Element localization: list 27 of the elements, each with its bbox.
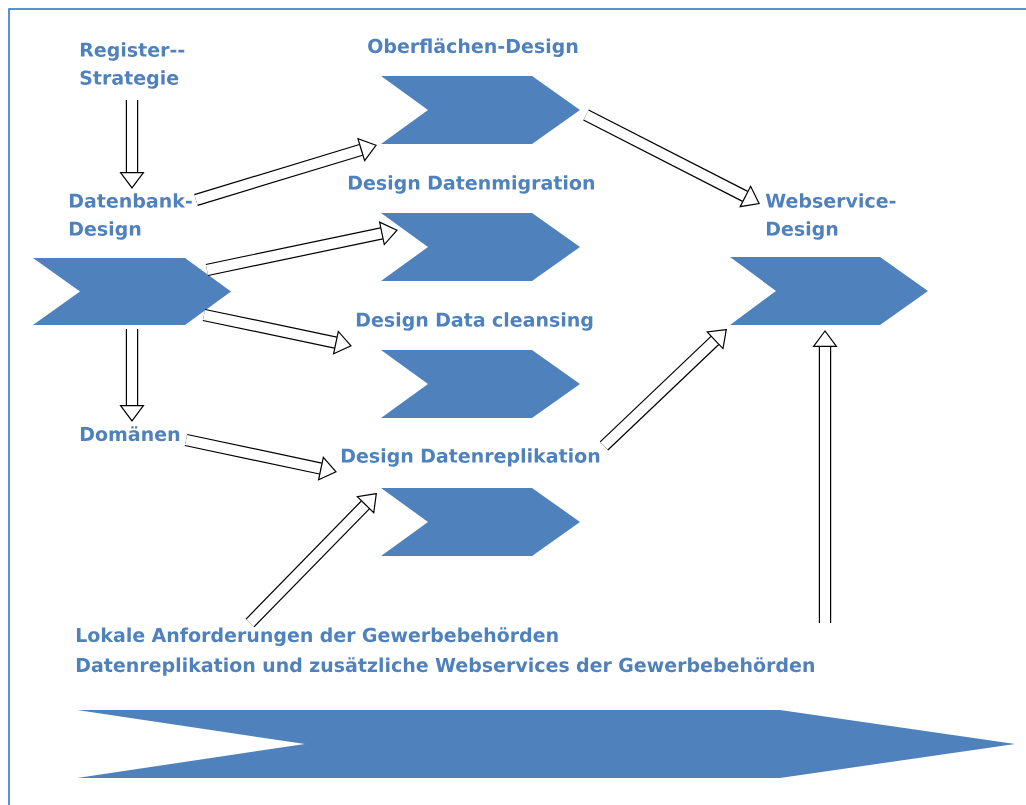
step-label: Domänen [80, 426, 180, 442]
block-arrow [245, 493, 377, 628]
block-arrow [194, 137, 377, 206]
block-arrow [184, 433, 337, 481]
node-label: Webservice- Design [765, 193, 896, 240]
node-label: Design Data cleansing [356, 312, 593, 331]
chevron-step: Lokale Anforderungen der Gewerbebehörden Datenreplikation und zusätzliche Webservices der Gewerbebehörden [76, 627, 1015, 778]
node-label: Datenbank- Design [69, 193, 192, 240]
chevron-step: Oberflächen-Design [368, 38, 580, 144]
chevron-step: Webservice- Design [730, 193, 928, 325]
block-arrow [205, 221, 398, 277]
block-arrow [583, 109, 760, 208]
block-arrow [599, 329, 727, 451]
node-label: Datenreplikation und zusätzliche Webservices der Gewerbebehörden [76, 657, 814, 676]
chevron-step: Design Datenreplikation [341, 448, 600, 556]
node-label: Design Datenreplikation [341, 448, 600, 467]
node-label: Oberflächen-Design [368, 38, 578, 57]
block-arrow [119, 329, 145, 422]
node-label: Design Datenmigration [348, 175, 595, 194]
chevron-step: Datenbank- Design [33, 193, 231, 325]
node-label: Lokale Anforderungen der Gewerbebehörden [76, 627, 558, 646]
block-arrow [202, 308, 352, 355]
block-arrow [812, 330, 838, 623]
chevron-step: Design Data cleansing [356, 312, 593, 418]
step-label: Register-- Strategie [80, 42, 185, 89]
block-arrow [119, 100, 145, 189]
chevron-step: Design Datenmigration [348, 175, 595, 281]
